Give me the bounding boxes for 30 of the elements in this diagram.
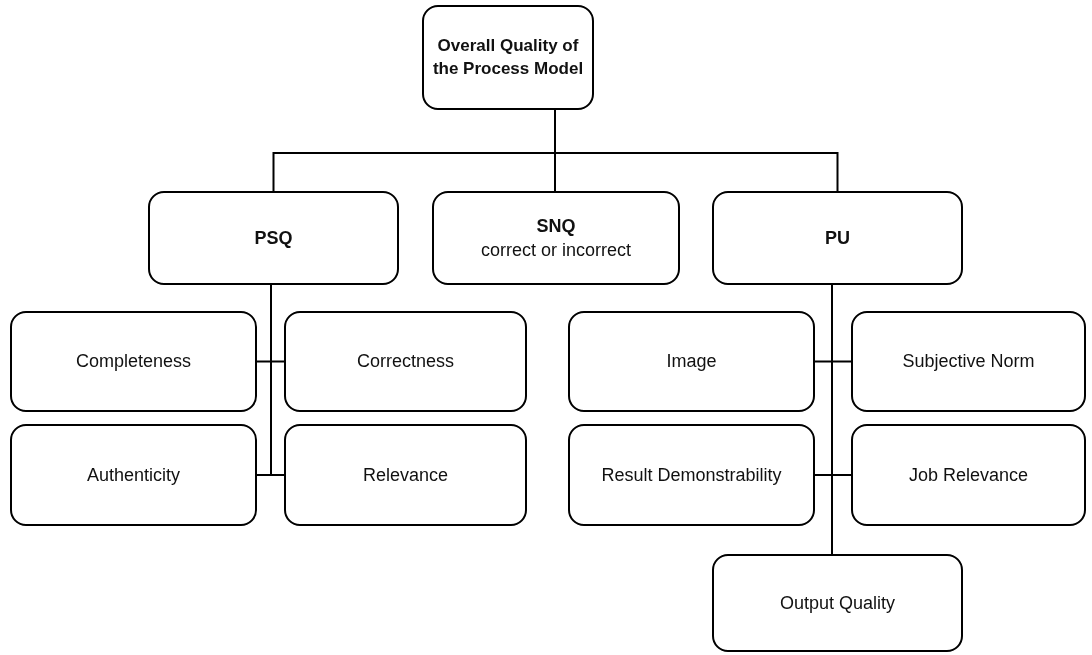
criterion-box bbox=[568, 424, 815, 526]
node-subtitle: correct or incorrect bbox=[480, 239, 631, 262]
criterion-box bbox=[284, 311, 527, 412]
node-title: Correctness bbox=[357, 350, 454, 374]
node-title: Result Demonstrability bbox=[601, 463, 782, 487]
criterion-box bbox=[284, 424, 527, 526]
node-title: PSQ bbox=[254, 226, 293, 250]
connector-line bbox=[554, 109, 839, 192]
node-title: Output Quality bbox=[779, 591, 896, 615]
node-title: Subjective Norm bbox=[902, 350, 1035, 374]
connector-line bbox=[831, 284, 833, 555]
node-title: Authenticity bbox=[86, 463, 181, 487]
node-title: Completeness bbox=[75, 350, 192, 374]
node-title: Relevance bbox=[362, 463, 449, 487]
criterion-box bbox=[10, 311, 257, 412]
category-box bbox=[148, 191, 399, 285]
category-box bbox=[432, 191, 680, 285]
criterion-box bbox=[851, 311, 1086, 412]
node-title: SNQ bbox=[536, 214, 576, 238]
criterion-box bbox=[10, 424, 257, 526]
category-box bbox=[422, 5, 594, 110]
criterion-box bbox=[712, 554, 963, 652]
node-title: Overall Quality of the Process Model bbox=[432, 34, 584, 80]
node-title: Image bbox=[666, 350, 717, 374]
criterion-box bbox=[568, 311, 815, 412]
criterion-box bbox=[851, 424, 1086, 526]
node-title: PU bbox=[825, 226, 850, 250]
connector-line bbox=[270, 284, 285, 476]
node-title: Job Relevance bbox=[908, 463, 1029, 487]
category-box bbox=[712, 191, 963, 285]
